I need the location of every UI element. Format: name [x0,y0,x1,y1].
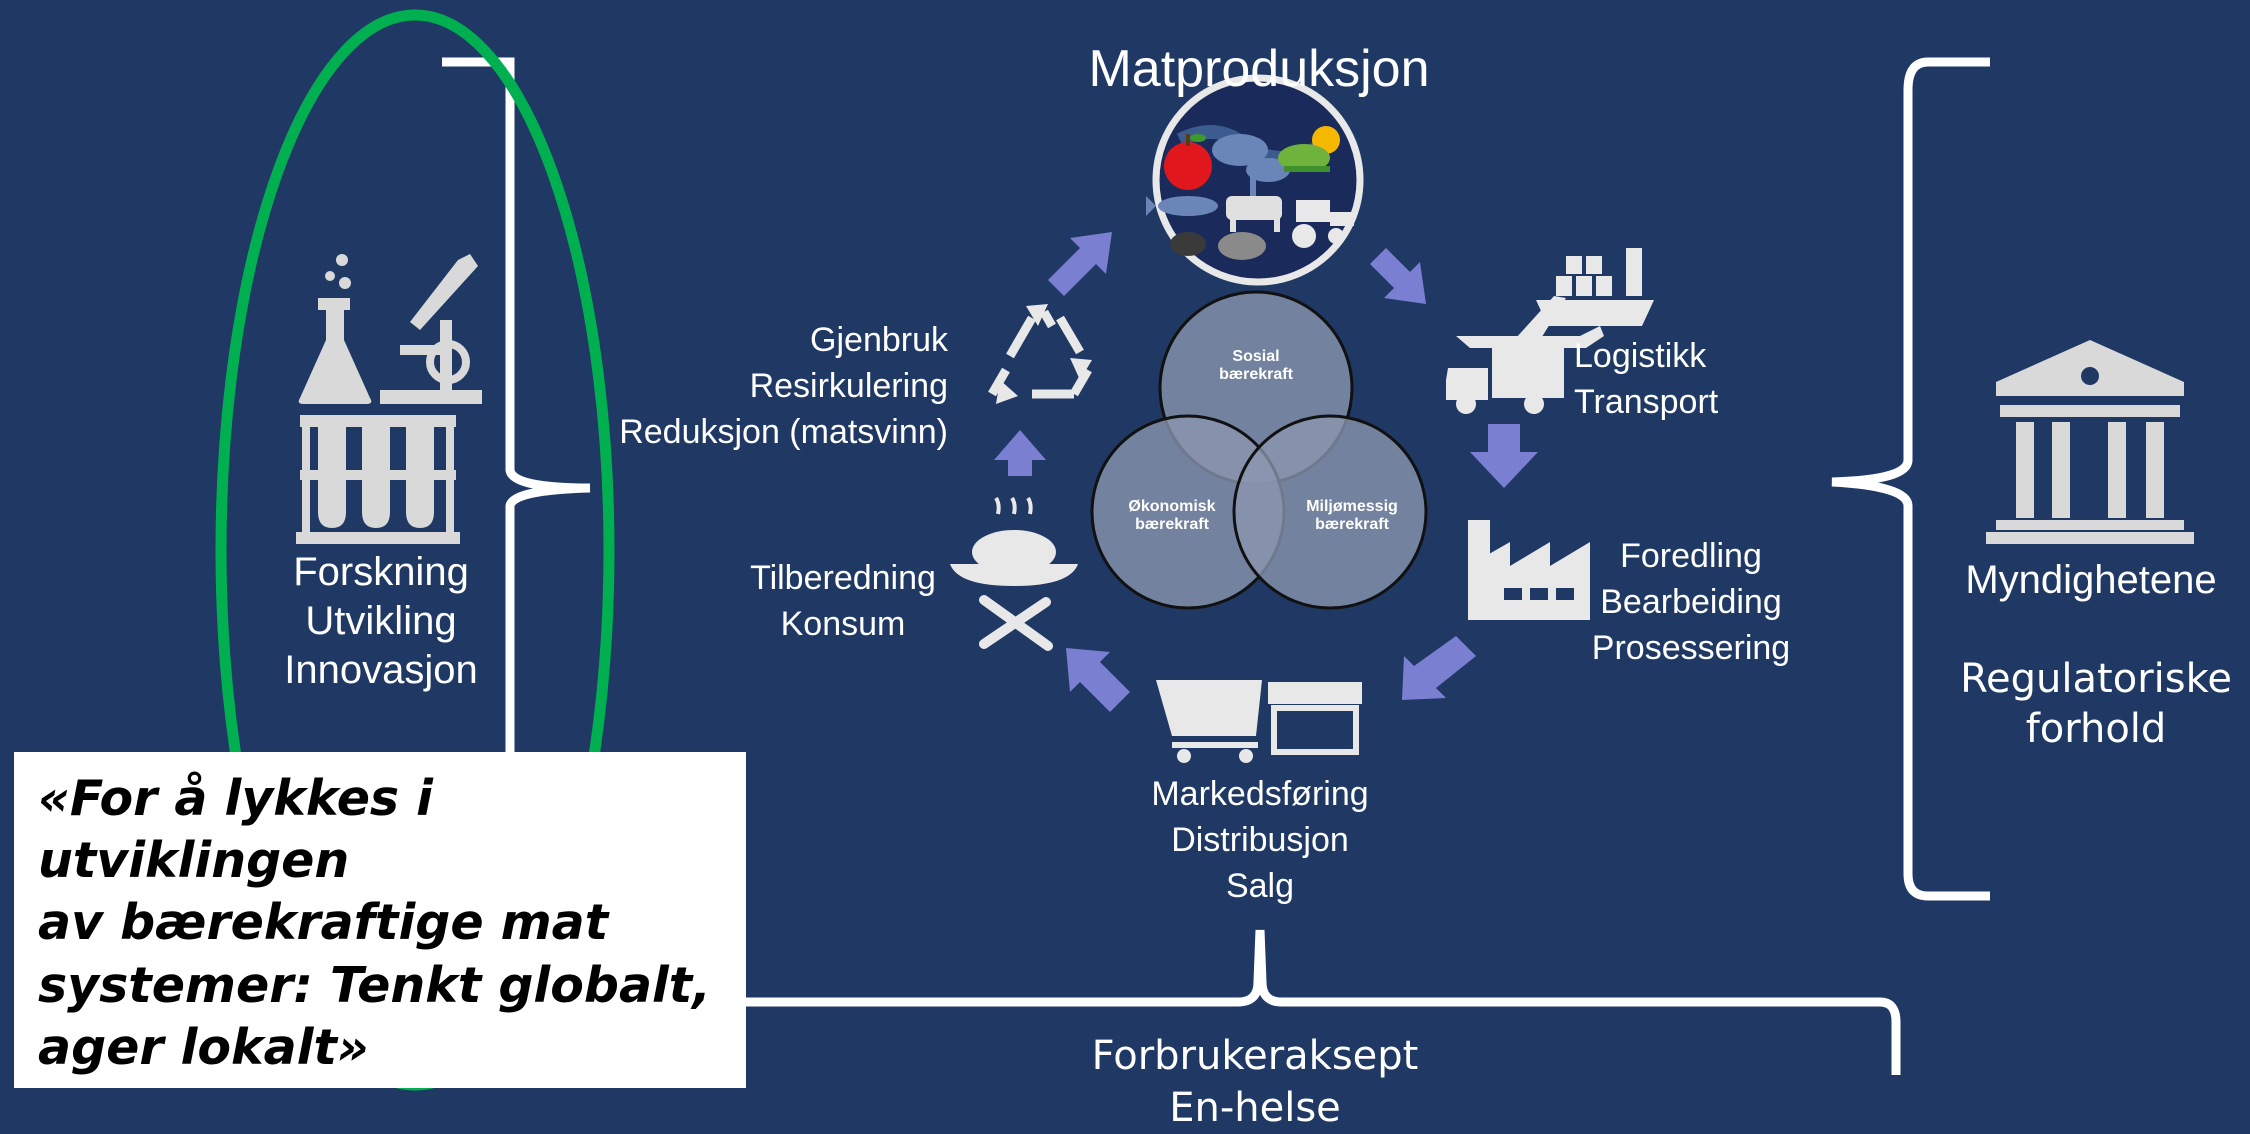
venn-economic-label: Økonomisk bærekraft [1112,498,1232,535]
market-line-2: Distribusjon [1171,820,1349,859]
reuse-line-3: Reduksjon (matsvinn) [619,412,948,451]
venn-social-line-1: Sosial [1232,348,1280,365]
venn-economic-line-1: Økonomisk [1128,498,1216,515]
ship-icon [1536,248,1654,326]
venn-environmental-line-2: bærekraft [1315,516,1389,534]
market-line-1: Markedsføring [1151,775,1369,813]
cooking-label: Tilberedning Konsum [730,556,956,648]
processing-line-2: Bearbeiding [1600,582,1782,621]
utensils-icon [979,595,1053,651]
apple-icon [1164,134,1212,190]
quote-box: «For å lykkes i utviklingen av bærekraft… [14,752,746,1088]
arrow-to-reuse [994,430,1046,476]
cooking-line-1: Tilberedning [750,559,936,597]
arrow-to-cooking [1066,648,1130,712]
arrow-to-processing [1470,424,1538,488]
flask-icon [298,254,372,404]
authorities-subtitle-line-1: Regulatoriske [1960,656,2232,702]
recycle-arrowheads [996,304,1092,404]
reuse-line-2: Resirkulering [749,366,948,405]
research-line-3: Innovasjon [284,647,478,692]
left-bracket [442,57,591,1005]
plant-icon [1212,134,1290,200]
factory-icon [1468,520,1590,620]
reuse-line-1: Gjenbruk [810,321,948,359]
quote-text: «For å lykkes i utviklingen av bærekraft… [38,770,711,1076]
market-stall-icon [1268,682,1362,755]
cooking-line-2: Konsum [780,604,906,643]
authorities-title: Myndighetene [1965,558,2217,602]
shopping-cart-icon [1156,680,1262,763]
weather-icon [1278,126,1340,172]
consumer-line-1: Forbrukeraksept [1091,1033,1419,1079]
arrow-to-logistics [1370,248,1426,304]
research-line-2: Utvikling [305,598,457,643]
market-line-3: Salg [1225,866,1295,905]
venn-social-line-2: bærekraft [1219,366,1293,384]
consumer-label: Forbrukeraksept En-helse [1000,1030,1510,1134]
government-building-icon [1986,340,2194,544]
authorities-subtitle-line-2: forhold [2025,706,2167,752]
research-line-1: Forskning [293,550,469,594]
market-label: Markedsføring Distribusjon Salg [1110,772,1410,910]
venn-social-label: Sosial bærekraft [1196,348,1316,385]
animals-icon [1170,232,1266,260]
venn-diagram [1090,290,1428,610]
venn-environmental-label: Miljømessig bærekraft [1292,498,1412,535]
processing-line-1: Foredling [1620,537,1762,575]
logistics-label: Logistikk Transport [1574,334,1794,426]
venn-economic-line-2: bærekraft [1135,516,1209,534]
microscope-icon [380,254,482,404]
fish-icon [1146,196,1218,216]
right-bracket [1831,57,1990,901]
arrow-to-production [1048,232,1112,296]
consumer-line-2: En-helse [1169,1085,1341,1131]
venn-environmental-circle [1232,414,1428,610]
tractor-icon [1292,200,1354,248]
venn-environmental-line-1: Miljømessig [1306,498,1398,515]
arrow-to-market [1402,636,1476,700]
logistics-line-1: Logistikk [1574,337,1707,375]
truck-icon [1446,348,1564,414]
test-tubes-icon [296,415,460,544]
bottom-bracket [745,929,1901,1075]
research-label: Forskning Utvikling Innovasjon [236,548,526,694]
processing-line-3: Prosessering [1591,628,1791,667]
authorities-subtitle: Regulatoriske forhold [1952,654,2240,754]
dish-icon [950,496,1078,586]
reuse-label: Gjenbruk Resirkulering Reduksjon (matsvi… [570,318,948,456]
diagram-title: Matproduksjon [1088,40,1430,98]
logistics-line-2: Transport [1574,382,1719,421]
cow-icon [1226,196,1282,232]
recycle-icon [988,309,1092,399]
cycle-arrows [994,232,1538,712]
processing-label: Foredling Bearbeiding Prosessering [1566,534,1816,672]
